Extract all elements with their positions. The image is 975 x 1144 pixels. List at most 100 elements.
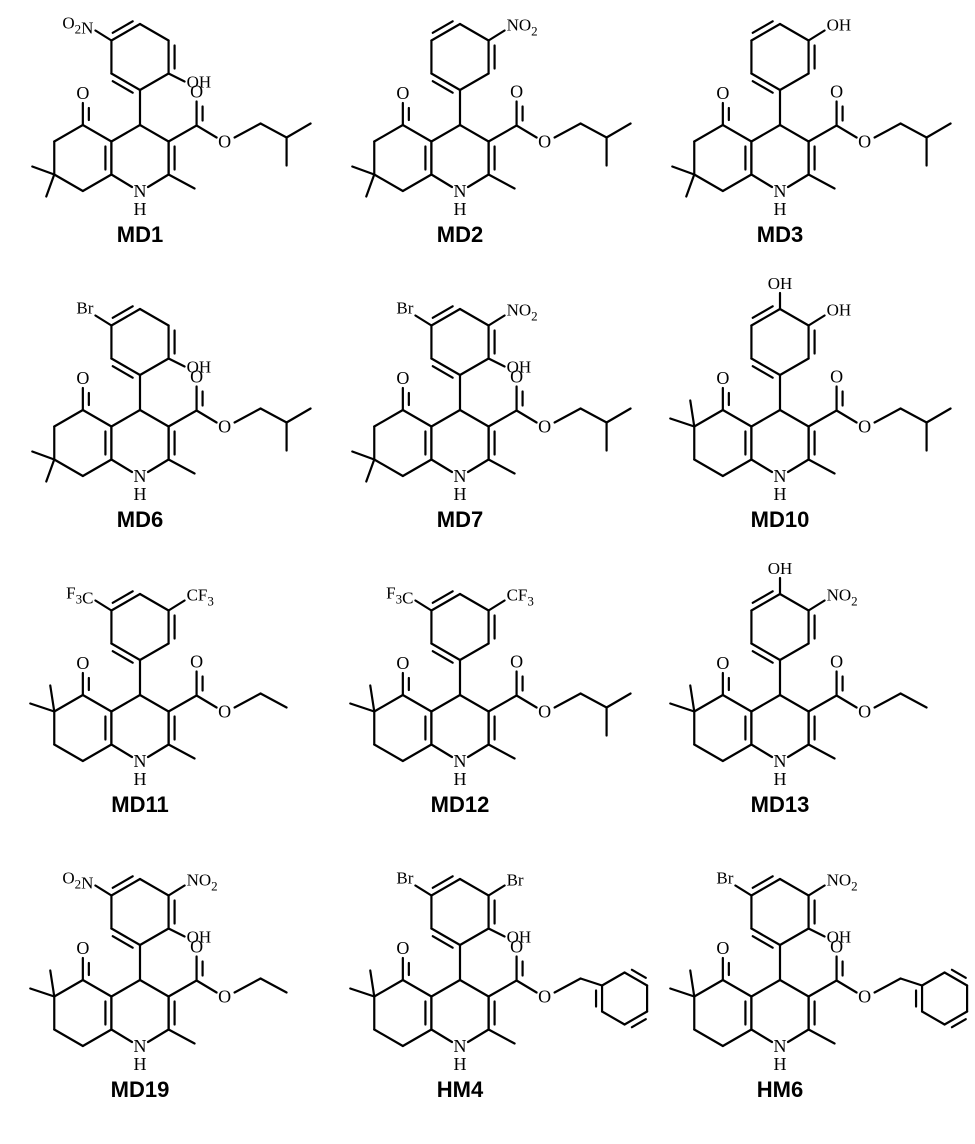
cyclohexane-bond: [53, 978, 84, 998]
aryl-ring-bond: [750, 307, 782, 327]
aryl-ring-bond: [458, 22, 490, 42]
ketone-oxygen: O: [76, 83, 89, 103]
aryl-ring-bond-second: [111, 875, 134, 889]
substituent-top-label: OH: [768, 274, 793, 293]
substituent-bond: [414, 884, 433, 897]
ester-chain-bond: [899, 122, 928, 139]
ester-o-bond: [835, 409, 858, 424]
substituent-top-label: F3C: [386, 584, 413, 608]
methyl-bond: [45, 173, 56, 198]
ester-chain-bond: [899, 407, 928, 424]
ester-oxygen: O: [858, 132, 871, 152]
cyclohexane-bond: [53, 1028, 84, 1048]
benzyl-ring-bond-second: [630, 968, 647, 979]
substituent-bond: [167, 599, 186, 612]
aryl-ring-bond: [778, 22, 810, 42]
substituent-bond: [414, 599, 433, 612]
aryl-ring-bond-second: [111, 650, 134, 664]
ring-bond: [430, 693, 462, 713]
compound-name: HM4: [437, 1077, 484, 1102]
substituent-ortho-label: OH: [507, 928, 532, 947]
compound-name: MD13: [751, 792, 810, 817]
nh-hydrogen: H: [134, 1054, 147, 1074]
methyl-bond: [669, 417, 696, 428]
cyclohexane-bond: [81, 458, 113, 478]
aryl-ring-bond: [458, 877, 490, 897]
aryl-ring-bond: [138, 357, 170, 377]
ring-bond: [138, 978, 170, 998]
substituent-ortho-label: OH: [187, 358, 212, 377]
benzyl-ring-bond-second: [950, 968, 967, 979]
cyclohexane-bond: [81, 743, 113, 763]
ring-bond: [138, 408, 170, 428]
cyclohexane-bond: [693, 1028, 724, 1048]
ester-o-bond: [195, 409, 218, 424]
compound-name: MD10: [751, 507, 810, 532]
carbonyl-oxygen: O: [190, 937, 203, 957]
aryl-ring-bond-second: [431, 20, 454, 34]
compound-name: MD1: [117, 222, 163, 247]
ester-chain-bond: [579, 122, 608, 139]
ring-bond: [110, 123, 142, 143]
ester-oxygen: O: [538, 702, 551, 722]
nh-hydrogen: H: [454, 484, 467, 504]
n-bond-right: [786, 1028, 810, 1044]
cyclohexane-bond: [693, 408, 724, 428]
ester-bond: [807, 409, 838, 428]
aryl-ring-bond-second: [751, 365, 774, 379]
aryl-ring-bond-second: [111, 590, 134, 604]
methyl-bond: [45, 458, 56, 483]
substituent-bond: [487, 927, 506, 938]
aryl-ring-bond-second: [111, 305, 134, 319]
c2-methyl-bond: [167, 743, 196, 760]
methyl-bond: [349, 702, 376, 713]
ring-bond: [138, 693, 170, 713]
aryl-ring-bond: [458, 592, 490, 612]
n-bond-right: [146, 1028, 170, 1044]
benzyl-ring-bond: [920, 1010, 946, 1026]
cyclohexane-bond: [81, 978, 113, 998]
aryl-ring-bond-second: [751, 875, 774, 889]
nh-nitrogen: N: [454, 751, 467, 771]
n-bond-right: [146, 743, 170, 759]
methyl-bond: [369, 969, 376, 998]
n-bond-right: [466, 173, 490, 189]
aryl-ring-bond: [778, 592, 810, 612]
methyl-bond: [31, 165, 56, 176]
ester-o-bond: [515, 694, 538, 709]
aryl-ring-bond: [138, 307, 170, 327]
ester-chain-bond: [553, 122, 582, 139]
carbonyl-oxygen: O: [190, 652, 203, 672]
aryl-ring-bond: [430, 357, 462, 377]
cyclohexane-bond: [81, 693, 113, 713]
ester-o-bond: [835, 694, 858, 709]
aryl-ring-bond-second: [431, 590, 454, 604]
ester-oxygen: O: [858, 417, 871, 437]
aryl-ring-bond: [458, 307, 490, 327]
ester-o-bond: [835, 979, 858, 994]
c2-methyl-bond: [487, 1028, 516, 1045]
aryl-ring-bond: [778, 642, 810, 662]
n-bond-left: [430, 1028, 454, 1044]
ring-bond: [750, 693, 782, 713]
aryl-ring-bond: [750, 877, 782, 897]
ester-chain-bond: [233, 122, 262, 139]
aryl-ring-bond: [458, 927, 490, 947]
nh-nitrogen: N: [454, 181, 467, 201]
substituent-right-label: CF3: [187, 586, 214, 609]
ring-bond: [778, 123, 810, 143]
aryl-ring-bond: [778, 357, 810, 377]
cyclohexane-bond: [693, 458, 724, 478]
ester-oxygen: O: [538, 417, 551, 437]
cyclohexane-bond: [53, 123, 84, 143]
c2-methyl-bond: [487, 458, 516, 475]
aryl-ring-bond: [750, 642, 782, 662]
cyclohexane-bond: [401, 458, 433, 478]
ring-bond: [458, 978, 490, 998]
ester-o-bond: [835, 124, 858, 139]
aryl-ring-bond: [430, 307, 462, 327]
